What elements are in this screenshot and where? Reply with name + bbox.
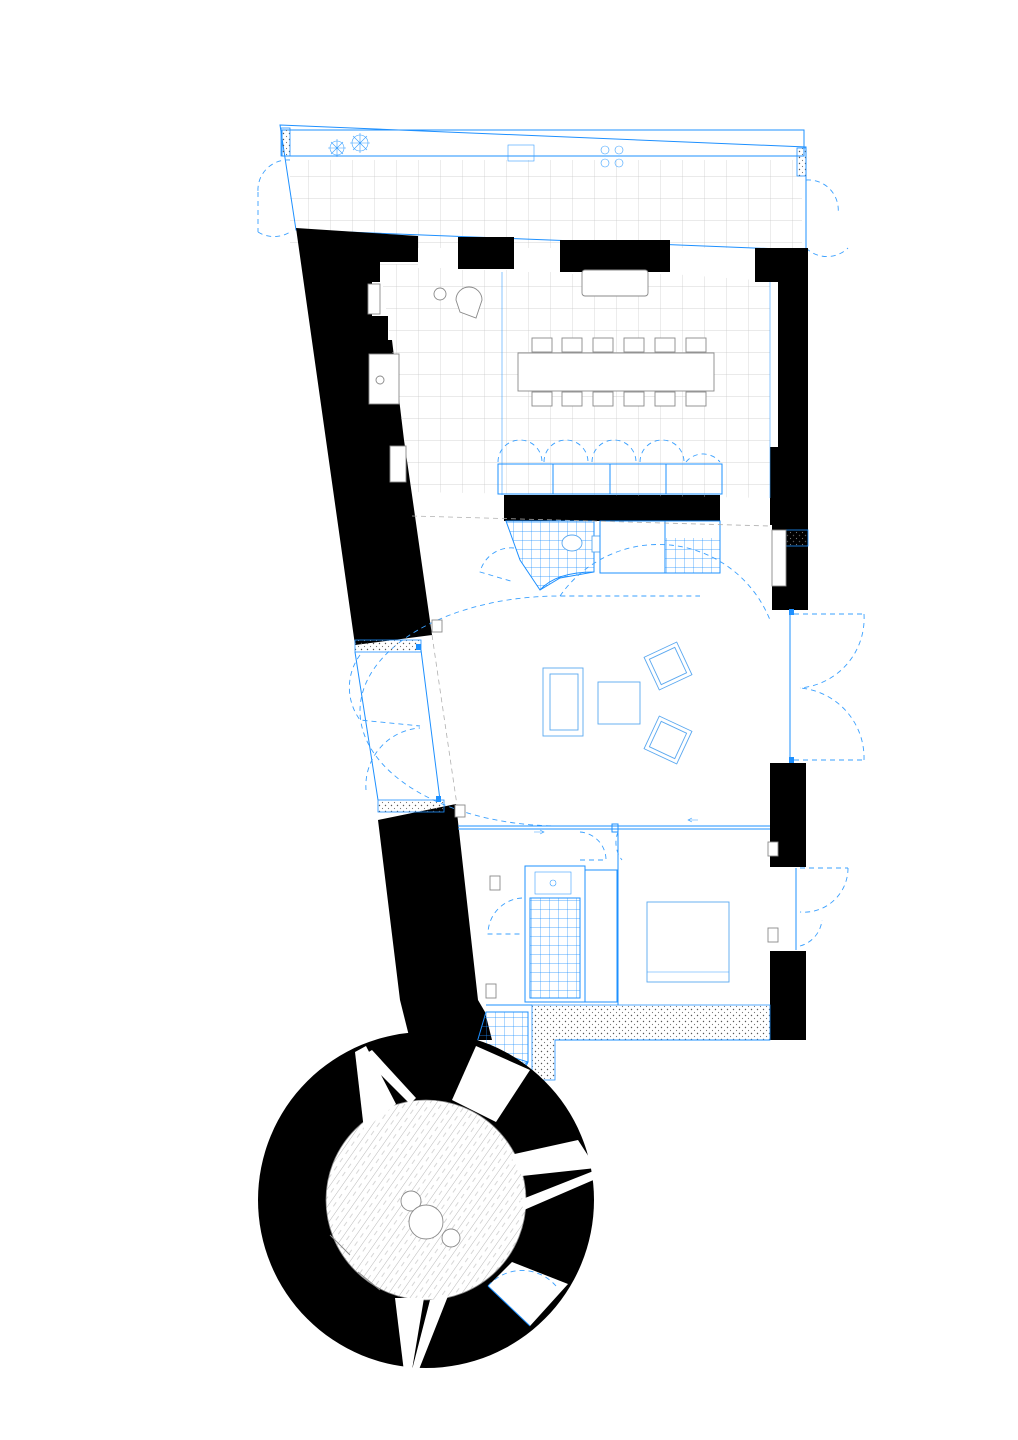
living-room-rug bbox=[359, 595, 700, 827]
terrace-door-left bbox=[257, 159, 291, 238]
dining-area bbox=[367, 264, 771, 498]
kitchen-sink bbox=[507, 144, 535, 162]
armchair bbox=[643, 641, 693, 691]
dining-table bbox=[517, 352, 715, 392]
bedroom bbox=[579, 831, 849, 1005]
wall-niche bbox=[389, 445, 407, 483]
terrace-wall-left bbox=[280, 127, 291, 157]
garden-door bbox=[794, 613, 865, 761]
terrace-door-right bbox=[805, 179, 849, 257]
entrance-door bbox=[348, 654, 421, 791]
side-table bbox=[433, 287, 447, 301]
round-tower bbox=[258, 1032, 598, 1372]
armchair bbox=[643, 715, 693, 765]
plant-icon bbox=[328, 139, 346, 157]
bathroom-cabinet bbox=[584, 869, 618, 1003]
tower-table bbox=[400, 1190, 461, 1248]
bathroom bbox=[485, 865, 618, 1003]
entrance-threshold bbox=[354, 639, 422, 653]
toilet bbox=[561, 534, 583, 552]
exterior-walls bbox=[296, 228, 808, 1040]
wall-niche bbox=[367, 283, 381, 315]
living-room bbox=[348, 515, 865, 835]
staircase-upper bbox=[599, 520, 721, 574]
bedroom-door bbox=[799, 867, 849, 947]
coffee-table bbox=[597, 681, 641, 725]
dining-chairs bbox=[531, 337, 707, 407]
bed bbox=[646, 901, 730, 983]
wc bbox=[479, 520, 601, 591]
cooktop bbox=[600, 145, 624, 168]
armchair bbox=[455, 286, 483, 319]
terrace-wall-right bbox=[796, 147, 807, 177]
wc-door bbox=[479, 547, 515, 583]
washbasin bbox=[534, 871, 572, 895]
bathroom-door bbox=[487, 897, 523, 935]
sofa bbox=[581, 269, 649, 297]
plant-icon bbox=[350, 133, 370, 153]
